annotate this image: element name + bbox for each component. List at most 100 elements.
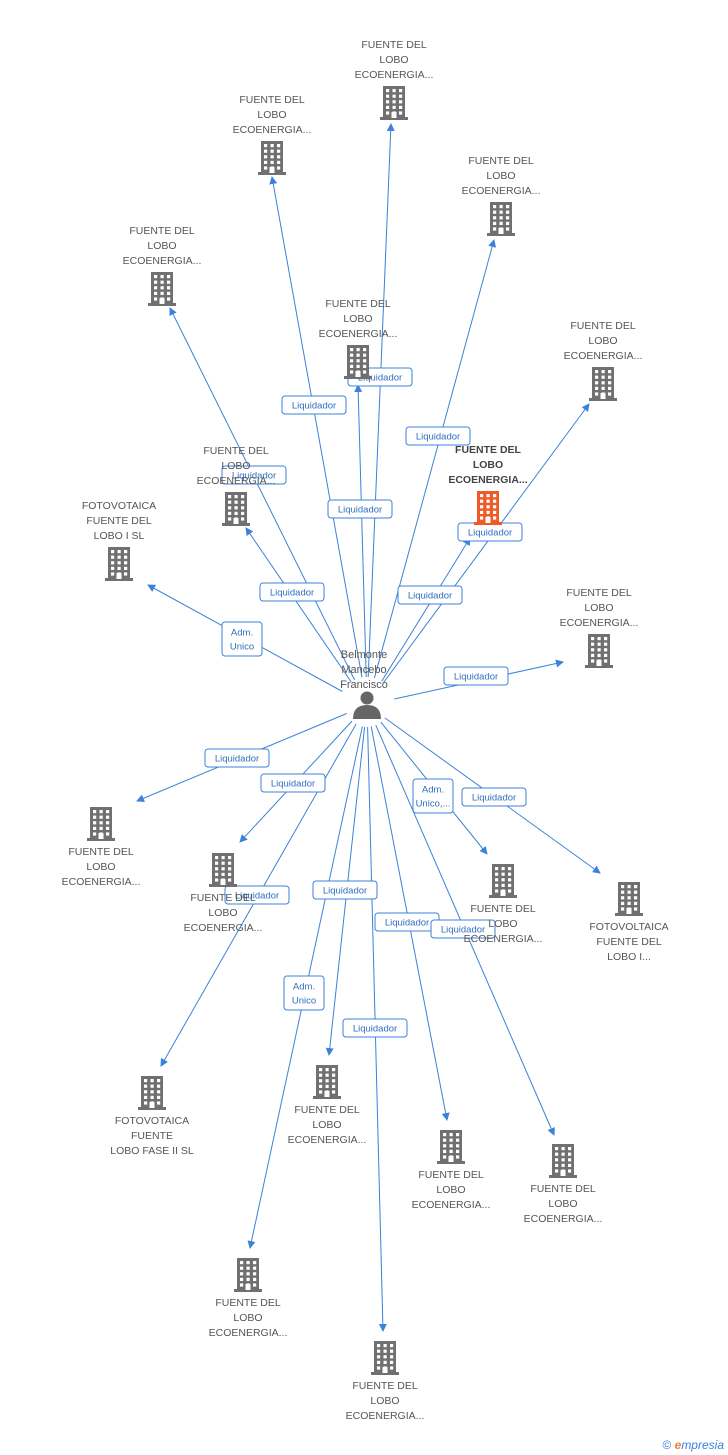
company-name-label: ECOENERGIA... <box>412 1199 491 1211</box>
company-name-label: FUENTE DEL <box>129 225 195 237</box>
edge-label-text: Liquidador <box>353 1024 397 1035</box>
company-name-label: ECOENERGIA... <box>524 1213 603 1225</box>
company-name-label: LOBO <box>370 1395 399 1407</box>
edge-label[interactable]: Liquidador <box>260 773 326 793</box>
edge-label[interactable]: Liquidador <box>374 912 440 932</box>
company-name-label: FUENTE DEL <box>86 515 152 527</box>
company-name-label: FUENTE DEL <box>294 1104 360 1116</box>
edge-label-text: Liquidador <box>292 401 336 412</box>
edge-label-box <box>281 395 347 415</box>
edge-label[interactable]: Adm.Unico <box>283 975 325 1011</box>
company-node[interactable]: FUENTE DELLOBOECOENERGIA... <box>346 1341 425 1422</box>
building-icon[interactable] <box>487 202 515 236</box>
building-icon[interactable] <box>258 141 286 175</box>
edge-label[interactable]: Liquidador <box>397 585 463 605</box>
building-icon[interactable] <box>585 634 613 668</box>
company-name-label: FUENTE DEL <box>455 444 522 456</box>
company-node[interactable]: FUENTE DELLOBOECOENERGIA... <box>233 94 312 175</box>
edge-label-box <box>221 465 287 485</box>
company-name-label: FUENTE DEL <box>530 1183 596 1195</box>
edge-label[interactable]: Liquidador <box>342 1018 408 1038</box>
edge-label-box <box>224 885 290 905</box>
company-name-label: FUENTE DEL <box>570 320 636 332</box>
company-node[interactable]: FUENTE DELLOBOECOENERGIA... <box>123 225 202 306</box>
edge-label-text: Unico <box>230 642 254 653</box>
edge-labels-layer: LiquidadorLiquidadorLiquidadorLiquidador… <box>204 367 527 1038</box>
company-name-label: FUENTE DEL <box>470 903 536 915</box>
edge-label-box <box>259 582 325 602</box>
edge-label-box <box>260 773 326 793</box>
company-node[interactable]: FUENTE DELLOBOECOENERGIA... <box>448 444 528 525</box>
edge-label-text: Adm. <box>231 628 253 639</box>
person-name-label: Mancebo <box>341 664 386 676</box>
edge-label-box <box>312 880 378 900</box>
building-icon[interactable] <box>474 491 502 525</box>
building-icon[interactable] <box>344 345 372 379</box>
edge-label[interactable]: Liquidador <box>204 748 270 768</box>
building-icon[interactable] <box>589 367 617 401</box>
edge-label[interactable]: Liquidador <box>443 666 509 686</box>
footer-brand[interactable]: © empresia <box>662 1438 724 1452</box>
building-icon[interactable] <box>371 1341 399 1375</box>
company-node[interactable]: FUENTE DELLOBOECOENERGIA... <box>464 864 543 945</box>
edge-label[interactable]: Liquidador <box>430 919 496 939</box>
company-name-label: ECOENERGIA... <box>564 350 643 362</box>
person-icon[interactable] <box>353 691 381 720</box>
edge-label[interactable]: Liquidador <box>224 885 290 905</box>
company-name-label: FOTOVOLTAICA <box>589 921 668 933</box>
building-icon[interactable] <box>148 272 176 306</box>
edge-label-box <box>342 1018 408 1038</box>
company-name-label: ECOENERGIA... <box>462 185 541 197</box>
building-icon[interactable] <box>437 1130 465 1164</box>
building-icon[interactable] <box>87 807 115 841</box>
company-name-label: LOBO I SL <box>94 530 145 542</box>
building-icon[interactable] <box>222 492 250 526</box>
company-node[interactable]: FUENTE DELLOBOECOENERGIA... <box>319 298 398 379</box>
company-name-label: ECOENERGIA... <box>62 876 141 888</box>
building-icon[interactable] <box>234 1258 262 1292</box>
edge-label[interactable]: Adm.Unico,... <box>412 778 454 814</box>
company-node[interactable]: FUENTE DELLOBOECOENERGIA... <box>288 1065 367 1146</box>
building-icon[interactable] <box>105 547 133 581</box>
company-name-label: FUENTE DEL <box>68 846 134 858</box>
edge-label[interactable]: Adm. Unico <box>221 621 263 657</box>
company-node[interactable]: FUENTE DELLOBOECOENERGIA... <box>184 853 263 934</box>
edge-label[interactable]: Liquidador <box>461 787 527 807</box>
edge-label[interactable]: Liquidador <box>281 395 347 415</box>
edge-label[interactable]: Liquidador <box>221 465 287 485</box>
building-icon[interactable] <box>313 1065 341 1099</box>
building-icon[interactable] <box>549 1144 577 1178</box>
building-icon[interactable] <box>615 882 643 916</box>
company-node[interactable]: FUENTE DELLOBOECOENERGIA... <box>209 1258 288 1339</box>
building-icon[interactable] <box>209 853 237 887</box>
company-node[interactable]: FUENTE DELLOBOECOENERGIA... <box>197 445 276 526</box>
brand-logo-text: mpresia <box>681 1438 724 1452</box>
edge-label-text: Unico <box>292 996 316 1007</box>
company-name-label: FUENTE DEL <box>215 1297 281 1309</box>
company-name-label: LOBO I... <box>607 951 651 963</box>
edge-label[interactable]: Liquidador <box>405 426 471 446</box>
company-node[interactable]: FUENTE DELLOBOECOENERGIA... <box>560 587 639 668</box>
company-node[interactable]: FUENTE DELLOBOECOENERGIA... <box>62 807 141 888</box>
building-icon[interactable] <box>380 86 408 120</box>
company-node[interactable]: FUENTE DELLOBOECOENERGIA... <box>355 39 434 120</box>
edge-line <box>354 384 367 678</box>
building-icon[interactable] <box>138 1076 166 1110</box>
edge-label-text: Liquidador <box>408 591 452 602</box>
company-node[interactable]: FUENTE DELLOBOECOENERGIA... <box>412 1130 491 1211</box>
edge-label[interactable]: Liquidador <box>259 582 325 602</box>
company-node[interactable]: FUENTE DELLOBOECOENERGIA... <box>524 1144 603 1225</box>
company-node[interactable]: FUENTE DELLOBOECOENERGIA... <box>462 155 541 236</box>
edge-label[interactable]: Liquidador <box>457 522 523 542</box>
building-icon[interactable] <box>489 864 517 898</box>
company-name-label: ECOENERGIA... <box>560 617 639 629</box>
edge-line <box>169 307 356 681</box>
company-node[interactable]: FUENTE DELLOBOECOENERGIA... <box>564 320 643 401</box>
edge-label-box <box>461 787 527 807</box>
edge-label[interactable]: Liquidador <box>327 499 393 519</box>
edge-label[interactable]: Liquidador <box>312 880 378 900</box>
